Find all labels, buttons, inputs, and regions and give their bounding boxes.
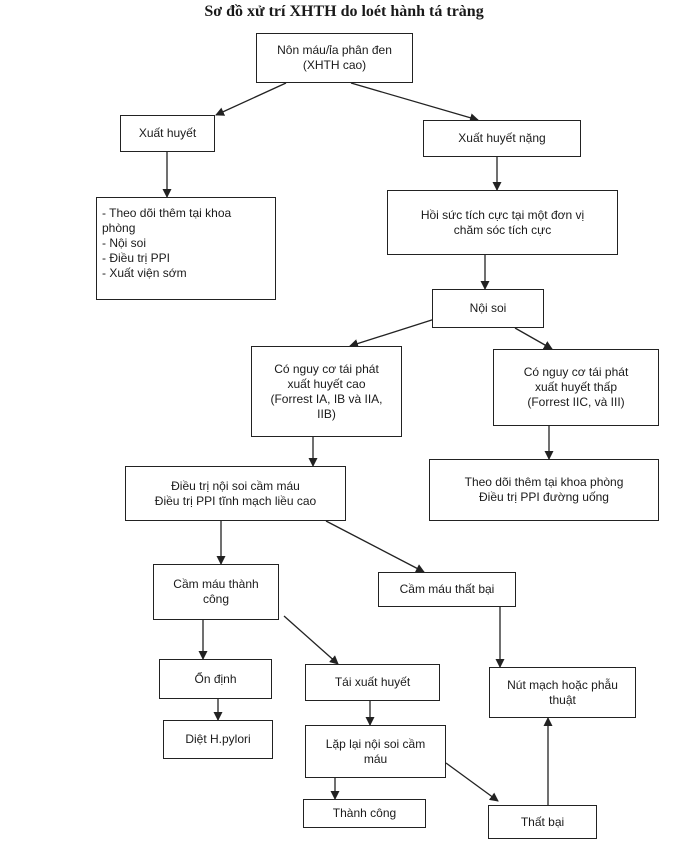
node-embolization-surgery: Nút mạch hoặc phẫu thuật [489,667,636,718]
node-mild-care-line-4: - Điều trị PPI [102,251,171,265]
node-rebleeding-line-1: Tái xuất huyết [334,675,411,689]
node-start-line-2: (XHTH cao) [302,58,367,72]
node-mild-care-line-1: - Theo dõi thêm tại khoa [102,206,232,220]
node-failure: Thất bại [488,805,597,839]
node-endoscopy-line-1: Nội soi [469,301,507,315]
node-low-risk-care: Theo dõi thêm tại khoa phòng Điều trị PP… [429,459,659,521]
node-hemostasis-success-line-1: Cầm máu thành [173,577,259,591]
arrow-treatment-to-fail [325,520,425,573]
node-icu: Hồi sức tích cực tại một đơn vị chăm sóc… [387,190,618,255]
node-icu-line-1: Hồi sức tích cực tại một đơn vị [420,207,585,222]
node-low-risk: Có nguy cơ tái phát xuất huyết thấp (For… [493,349,659,426]
node-embolization-surgery-line-1: Nút mạch hoặc phẫu [507,677,618,692]
node-success-line-1: Thành công [332,806,397,820]
node-mild-care-line-5: - Xuất viện sớm [102,266,187,280]
node-success: Thành công [303,799,426,828]
node-mild-care: - Theo dõi thêm tại khoa phòng - Nội soi… [96,197,276,300]
arrow-success-to-rebleeding [283,615,339,665]
node-low-risk-care-line-1: Theo dõi thêm tại khoa phòng [464,475,624,489]
node-endo-treatment: Điều trị nội soi cầm máu Điều trị PPI tĩ… [125,466,346,521]
arrow-endoscopy-to-highrisk [349,317,439,348]
node-repeat-endoscopy-line-1: Lặp lại nội soi cầm [325,736,426,751]
node-high-risk: Có nguy cơ tái phát xuất huyết cao (Forr… [251,346,402,437]
node-hemostasis-fail-line-1: Cầm máu thất bại [399,582,495,596]
arrow-endoscopy-to-lowrisk [514,327,553,350]
node-mild-care-line-2: phòng [102,221,136,235]
node-low-risk-line-2: xuất huyết thấp [534,380,618,394]
node-rebleeding: Tái xuất huyết [305,664,440,701]
node-endoscopy: Nội soi [432,289,544,328]
node-high-risk-line-2: xuất huyết cao [287,376,366,391]
node-hemostasis-fail: Cầm máu thất bại [378,572,516,607]
node-start: Nôn máu/ỉa phân đen (XHTH cao) [256,33,413,83]
node-bleeding-line-1: Xuất huyết [138,126,197,140]
node-low-risk-line-3: (Forrest IIC, và III) [527,395,625,409]
node-failure-line-1: Thất bại [520,814,565,829]
node-repeat-endoscopy: Lặp lại nội soi cầm máu [305,725,446,778]
node-low-risk-line-1: Có nguy cơ tái phát [523,365,629,379]
node-endo-treatment-line-1: Điều trị nội soi cầm máu [171,478,300,493]
node-hpylori: Diệt H.pylori [163,720,273,759]
diagram-title: Sơ đồ xử trí XHTH do loét hành tá tràng [204,3,484,20]
node-high-risk-line-1: Có nguy cơ tái phát [274,361,379,376]
node-start-line-1: Nôn máu/ỉa phân đen [277,43,392,57]
node-hemostasis-success: Cầm máu thành công [153,564,279,620]
node-high-risk-line-4: IIB) [317,406,336,421]
node-severe-bleeding: Xuất huyết nặng [423,120,581,157]
arrow-start-to-severe [350,82,479,123]
node-severe-bleeding-line-1: Xuất huyết nặng [458,131,546,145]
node-stable-line-1: Ổn định [194,671,237,686]
node-bleeding: Xuất huyết [120,115,215,152]
node-stable: Ổn định [159,659,272,699]
node-endo-treatment-line-2: Điều trị PPI tĩnh mạch liều cao [154,493,317,508]
arrow-repeat-to-failure [445,762,499,802]
arrow-start-to-bleeding [215,82,287,116]
node-repeat-endoscopy-line-2: máu [363,751,388,766]
node-icu-line-2: chăm sóc tích cực [453,222,552,237]
node-hpylori-line-1: Diệt H.pylori [185,732,251,746]
node-mild-care-line-3: - Nội soi [102,236,147,250]
node-low-risk-care-line-2: Điều trị PPI đường uống [479,490,609,504]
node-high-risk-line-3: (Forrest IA, IB và IIA, [270,391,383,406]
node-embolization-surgery-line-2: thuật [549,692,576,707]
node-hemostasis-success-line-2: công [202,592,230,606]
